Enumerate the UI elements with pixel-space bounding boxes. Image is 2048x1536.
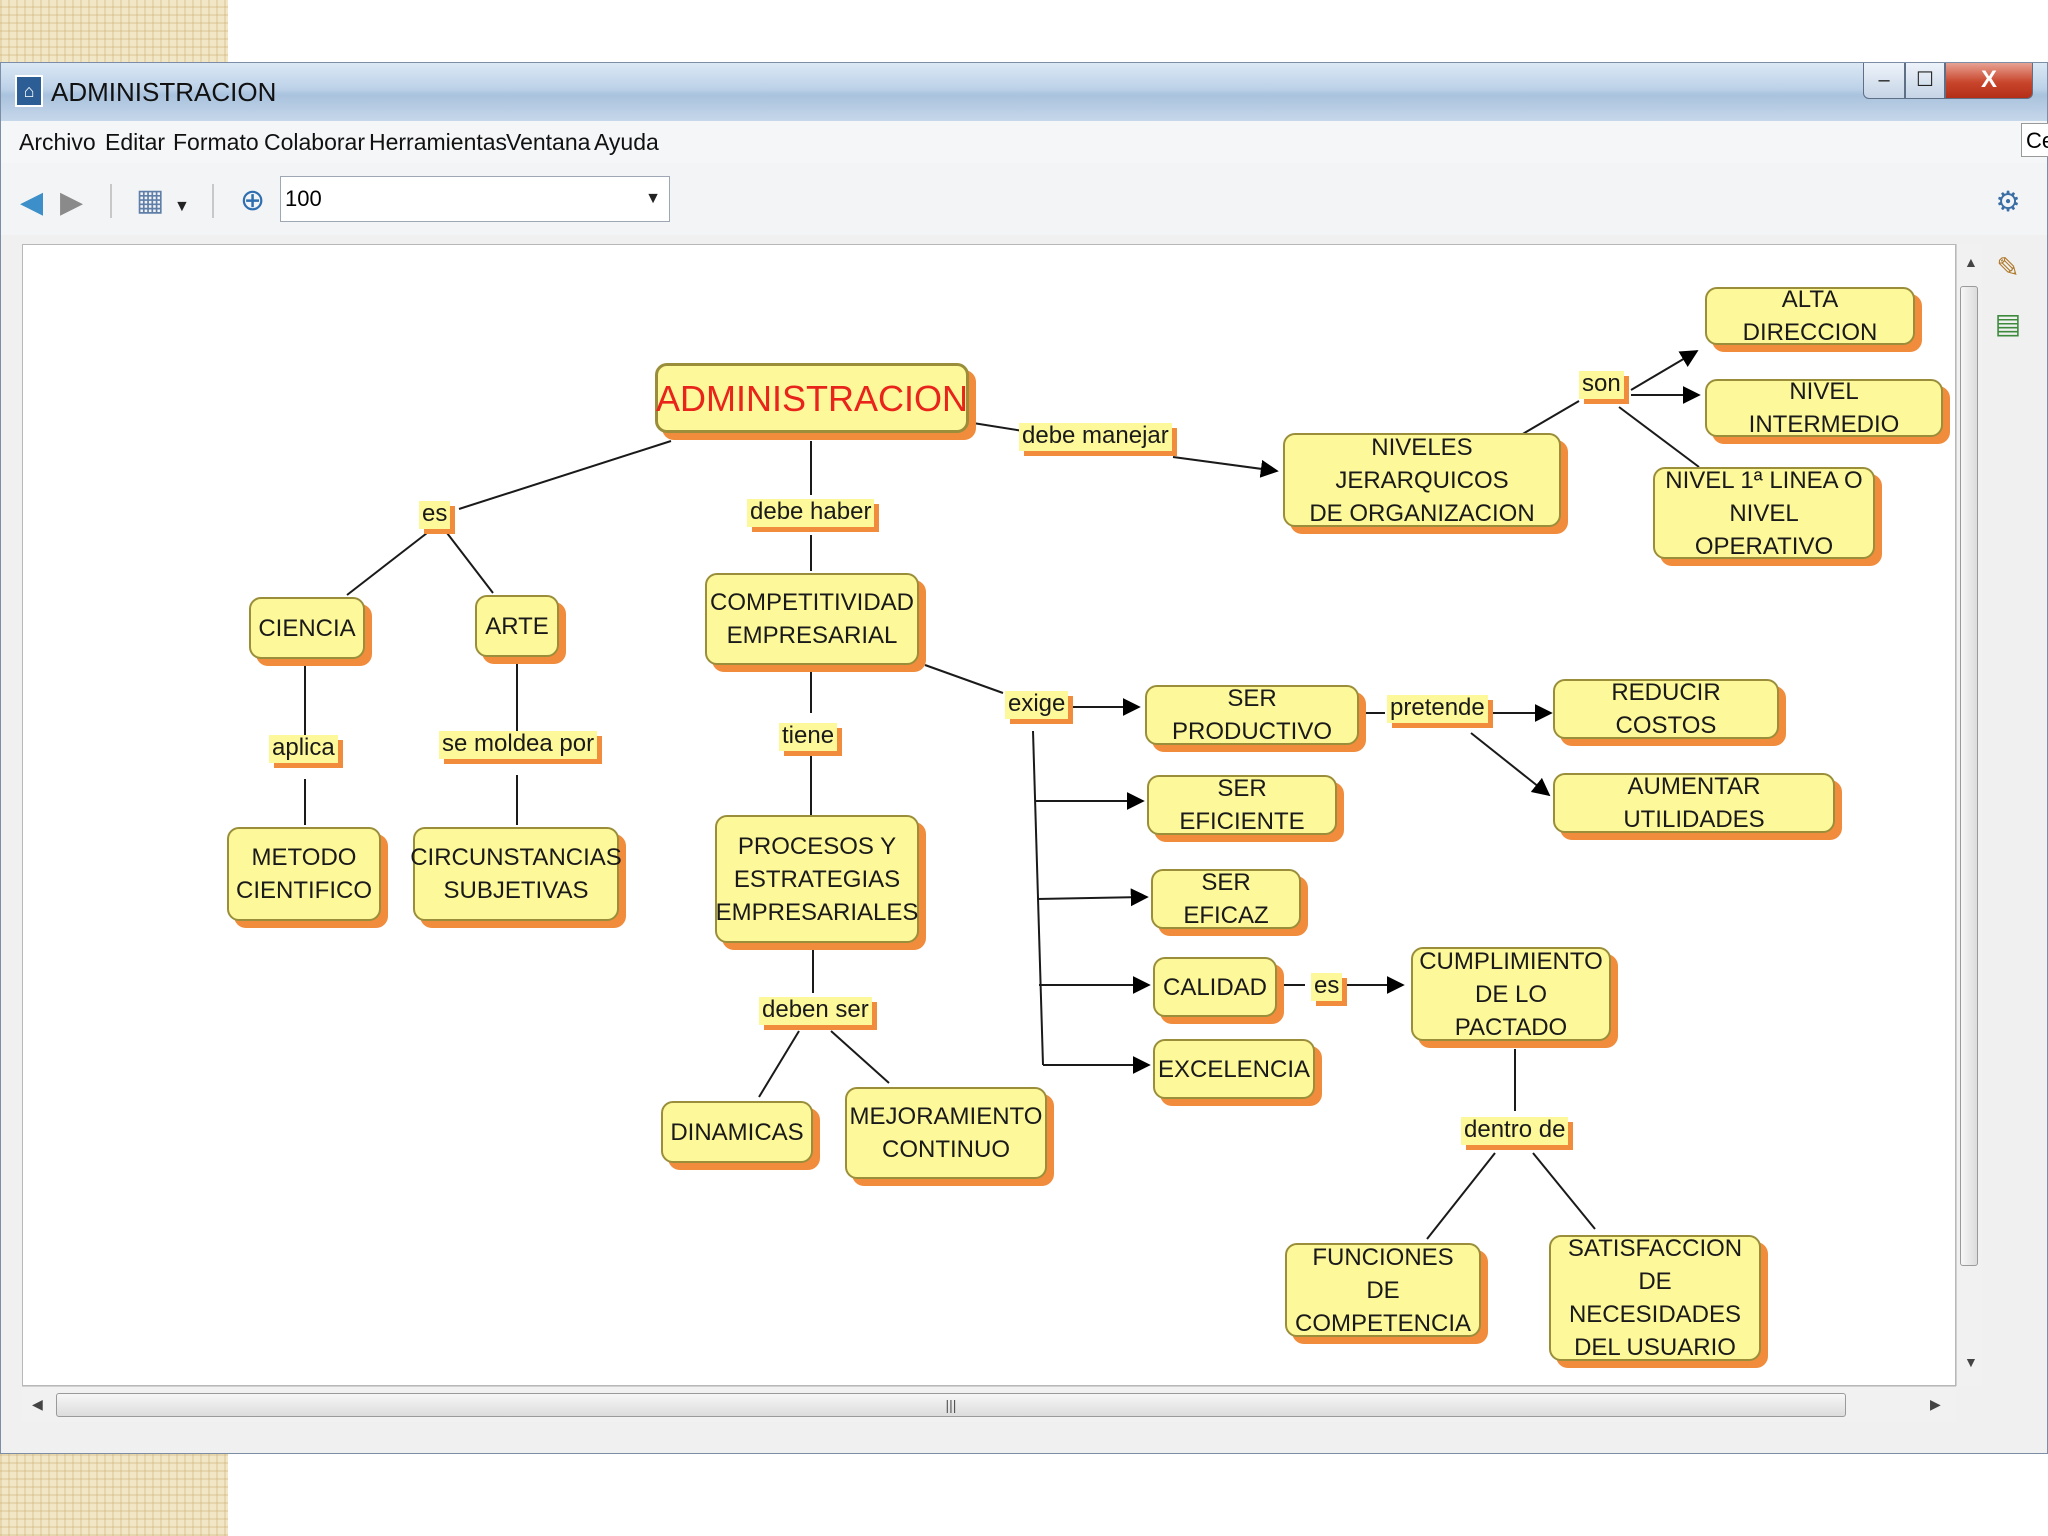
toolbar-separator: [212, 184, 214, 218]
window-title: ADMINISTRACION: [51, 77, 277, 107]
link-label-aplica[interactable]: aplica: [269, 735, 338, 763]
concept-node-arte[interactable]: ARTE: [475, 595, 559, 657]
menu-archivo[interactable]: Archivo: [19, 129, 96, 155]
horizontal-scroll-thumb[interactable]: |||: [56, 1393, 1846, 1417]
concept-node-reducir-costos[interactable]: REDUCIR COSTOS: [1553, 679, 1779, 739]
concept-map-canvas[interactable]: ADMINISTRACION NIVELES JERARQUICOS DE OR…: [22, 244, 1956, 1386]
back-arrow-icon[interactable]: ◀: [20, 186, 44, 219]
outline-icon[interactable]: ▤: [1994, 308, 2022, 339]
link-label-pretende[interactable]: pretende: [1387, 695, 1488, 723]
menu-bar: Archivo Editar Formato Colaborar Herrami…: [1, 121, 2048, 164]
scroll-left-arrow-icon[interactable]: ◀: [32, 1396, 43, 1412]
concept-node-cumplimiento[interactable]: CUMPLIMIENTO DE LO PACTADO: [1411, 947, 1611, 1041]
concept-node-excelencia[interactable]: EXCELENCIA: [1153, 1039, 1315, 1099]
close-button[interactable]: X: [1945, 63, 2033, 99]
link-label-debe-haber[interactable]: debe haber: [747, 499, 875, 527]
menu-overflow-box[interactable]: Ce: [2021, 123, 2048, 157]
app-icon: ⌂: [15, 75, 43, 107]
menu-ayuda[interactable]: Ayuda: [594, 129, 659, 155]
maximize-button[interactable]: ☐: [1905, 63, 1945, 99]
concept-node-metodo-cientifico[interactable]: METODO CIENTIFICO: [227, 827, 381, 921]
concept-node-competitividad[interactable]: COMPETITIVIDAD EMPRESARIAL: [705, 573, 919, 665]
concept-node-nivel-intermedio[interactable]: NIVEL INTERMEDIO: [1705, 378, 1943, 438]
link-label-se-moldea-por[interactable]: se moldea por: [439, 731, 598, 759]
forward-arrow-icon[interactable]: ▶: [60, 186, 84, 219]
concept-node-ser-eficaz[interactable]: SER EFICAZ: [1151, 869, 1301, 929]
title-bar[interactable]: ⌂ ADMINISTRACION ‒ ☐ X: [1, 63, 2047, 121]
scroll-right-arrow-icon[interactable]: ▶: [1930, 1396, 1941, 1412]
view-options-icon[interactable]: ▦: [136, 184, 165, 217]
horizontal-scrollbar[interactable]: ◀ ||| ▶: [22, 1386, 1956, 1422]
concept-node-ciencia[interactable]: CIENCIA: [249, 597, 365, 659]
zoom-value: 100: [285, 186, 322, 211]
minimize-button[interactable]: ‒: [1863, 63, 1905, 99]
concept-node-dinamicas[interactable]: DINAMICAS: [661, 1101, 813, 1163]
link-label-son[interactable]: son: [1579, 371, 1624, 399]
menu-herramientas[interactable]: Herramientas: [369, 129, 508, 155]
menu-formato[interactable]: Formato: [173, 129, 259, 155]
link-label-es-2[interactable]: es: [1311, 973, 1343, 1001]
concept-node-mejoramiento[interactable]: MEJORAMIENTO CONTINUO: [845, 1087, 1047, 1179]
concept-node-ser-eficiente[interactable]: SER EFICIENTE: [1147, 775, 1337, 835]
menu-editar[interactable]: Editar: [105, 129, 166, 155]
styles-icon[interactable]: ✎: [1996, 252, 2020, 283]
link-label-debe-manejar[interactable]: debe manejar: [1019, 423, 1172, 451]
concept-node-procesos[interactable]: PROCESOS Y ESTRATEGIAS EMPRESARIALES: [715, 815, 919, 943]
menu-colaborar[interactable]: Colaborar: [264, 129, 365, 155]
collaborate-icon[interactable]: ⚙: [1995, 186, 2021, 217]
scroll-down-arrow-icon[interactable]: ▼: [1964, 1354, 1978, 1370]
concept-node-funciones-competencia[interactable]: FUNCIONES DE COMPETENCIA: [1285, 1243, 1481, 1337]
concept-node-niveles-jerarquicos[interactable]: NIVELES JERARQUICOS DE ORGANIZACION: [1283, 433, 1561, 527]
concept-node-administracion[interactable]: ADMINISTRACION: [655, 363, 969, 433]
concept-node-ser-productivo[interactable]: SER PRODUCTIVO: [1145, 685, 1359, 745]
zoom-select[interactable]: 100 ▼: [280, 176, 670, 222]
concept-node-nivel-operativo[interactable]: NIVEL 1ª LINEA O NIVEL OPERATIVO: [1653, 467, 1875, 560]
scroll-up-arrow-icon[interactable]: ▲: [1964, 254, 1978, 270]
concept-node-satisfaccion[interactable]: SATISFACCION DE NECESIDADES DEL USUARIO: [1549, 1235, 1761, 1361]
zoom-icon[interactable]: ⊕: [240, 184, 266, 217]
link-label-deben-ser[interactable]: deben ser: [759, 997, 872, 1025]
toolbar-separator: [110, 184, 112, 218]
vertical-scroll-thumb[interactable]: [1960, 286, 1978, 1266]
concept-node-alta-direccion[interactable]: ALTA DIRECCION: [1705, 286, 1915, 346]
link-label-exige[interactable]: exige: [1005, 691, 1069, 719]
chevron-down-icon[interactable]: ▼: [645, 190, 661, 207]
link-label-tiene[interactable]: tiene: [779, 723, 838, 751]
connection-lines: [304, 350, 1701, 1240]
link-label-dentro-de[interactable]: dentro de: [1461, 1117, 1569, 1145]
link-label-es[interactable]: es: [419, 501, 451, 529]
concept-node-calidad[interactable]: CALIDAD: [1153, 957, 1277, 1017]
menu-ventana[interactable]: Ventana: [506, 129, 591, 155]
concept-node-aumentar-utilidades[interactable]: AUMENTAR UTILIDADES: [1553, 773, 1835, 833]
chevron-down-icon[interactable]: ▼: [174, 198, 190, 215]
concept-node-circunstancias-subjetivas[interactable]: CIRCUNSTANCIAS SUBJETIVAS: [410, 827, 622, 921]
vertical-scrollbar[interactable]: ▲ ▼: [1956, 244, 1982, 1386]
